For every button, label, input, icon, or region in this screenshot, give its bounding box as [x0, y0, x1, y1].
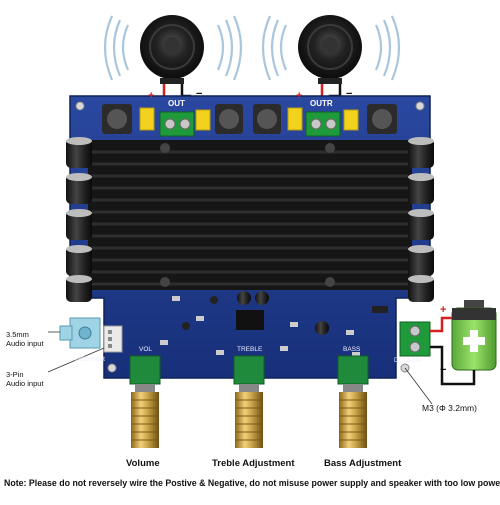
treble-potentiometer: [233, 355, 265, 448]
bass-caption: Bass Adjustment: [324, 458, 402, 469]
pin-input-callout: 3-Pin Audio input: [6, 370, 44, 388]
sound-wave-icon: [103, 15, 401, 81]
plus-sign: +: [148, 90, 155, 102]
out-right-label: OUTR: [310, 99, 333, 108]
battery-icon: [451, 300, 497, 371]
audio-jack-3.5mm: [59, 317, 101, 349]
plus-sign: +: [440, 304, 447, 316]
volume-caption: Volume: [126, 458, 160, 469]
volume-potentiometer: [129, 355, 161, 448]
speaker-terminal-left: [159, 111, 195, 137]
warning-note: Note: Please do not reversely wire the P…: [4, 478, 500, 488]
smd-components: [160, 291, 388, 357]
3-pin-audio-header: [103, 325, 123, 353]
dc-in-silk-label: DC12-24V: [394, 358, 423, 364]
heatsink: [88, 140, 412, 290]
electrolytic-capacitors-right: [408, 137, 434, 302]
minus-sign: −: [196, 88, 203, 100]
mount-hole-caption: M3 (Φ 3.2mm): [422, 403, 477, 413]
treble-silk-label: TREBLE: [237, 346, 263, 353]
right-speaker: [298, 15, 362, 84]
left-speaker: [140, 15, 204, 84]
bass-potentiometer: [337, 355, 369, 448]
treble-caption: Treble Adjustment: [212, 458, 295, 469]
dc-power-terminal: [399, 321, 431, 357]
inductors: [102, 104, 397, 134]
electrolytic-capacitors-left: [66, 137, 92, 302]
minus-sign: −: [440, 364, 447, 376]
plus-sign: +: [296, 90, 303, 102]
speaker-terminal-right: [305, 111, 341, 137]
film-capacitors: [139, 107, 359, 131]
audio-input-silk-label: Audio Input: [72, 356, 105, 363]
out-left-label: OUT: [168, 99, 185, 108]
bass-silk-label: BASS: [343, 346, 361, 353]
power-wires: [430, 316, 476, 386]
minus-sign: −: [346, 88, 353, 100]
vol-silk-label: VOL: [139, 346, 153, 353]
jack-input-callout: 3.5mm Audio input: [6, 330, 44, 348]
callout-lines: [47, 331, 433, 405]
